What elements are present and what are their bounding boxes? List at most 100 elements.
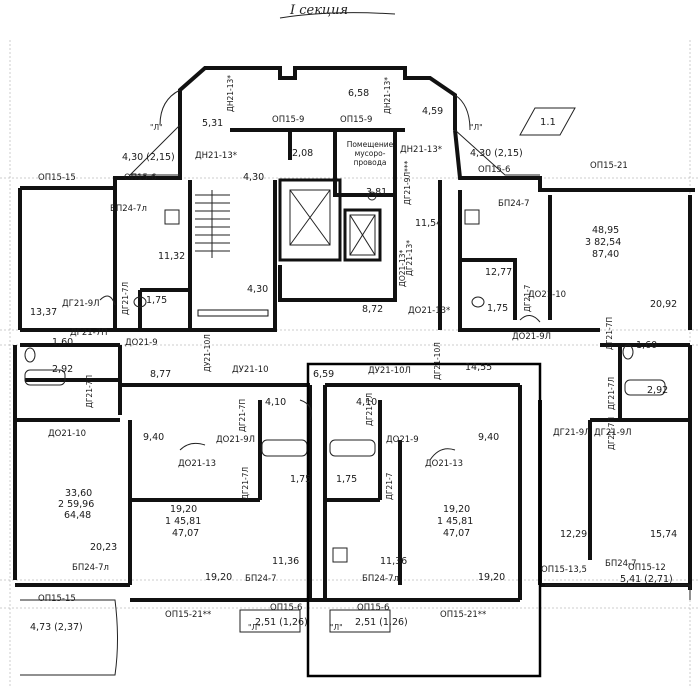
mark-bp24-7l-a: БП24-7л (72, 563, 109, 573)
mark-dg21-7-r: ДГ21-7 (523, 284, 532, 312)
area-left-big-a: 33,60 (65, 488, 92, 499)
area-right-room: 20,92 (650, 299, 677, 310)
area-stair-left-top: 5,31 (202, 118, 223, 129)
area-left-bath: 1,60 (52, 337, 73, 348)
mark-do21-10-b: ДО21-10 (48, 429, 86, 439)
mark-op15-21-b2: ОП15-21** (440, 610, 486, 620)
mark-op15-6-b2: ОП15-6 (357, 603, 389, 613)
mark-bp24-7-d: БП24-7 (605, 559, 637, 569)
area-right-lower-room: 15,74 (650, 529, 677, 540)
loggias-bottom (20, 584, 691, 676)
mark-dg21-7p-l: ДГ21-7П (85, 375, 94, 408)
elevator-shafts (289, 189, 377, 256)
area-right-lower-kitchen: 12,29 (560, 529, 587, 540)
mark-l-right: "Л" (470, 123, 483, 132)
mark-dg21-7l-a: ДГ21-7Л (121, 282, 130, 315)
outer-walls (13, 66, 695, 602)
area-stair-width: 4,30 (243, 172, 264, 183)
garbage-room-label: Помещение мусоро-провода (347, 140, 394, 167)
apt-a-bath: 4,10 (265, 397, 286, 408)
mark-dg21-9l-a: ДГ21-9Л (62, 299, 100, 309)
mark-dg21-7p-c: ДГ21-7П (238, 399, 247, 432)
mark-do21-9-d: ДО21-9 (386, 435, 419, 445)
apt-b-hall: 9,40 (478, 432, 499, 443)
area-right-big-a: 48,95 (592, 225, 619, 236)
area-center-hall: 6,59 (313, 369, 334, 380)
area-right-big-b: 3 82,54 (585, 237, 621, 248)
area-right-loggia: 5,41 (2,71) (620, 574, 673, 585)
apt-a-hall: 9,40 (143, 432, 164, 443)
mark-dg21-10l: ДГ21-10Л (433, 342, 442, 380)
area-left-big-c: 64,48 (64, 510, 91, 521)
element-marks: ОП15-15 ОП15-6 ОП15-9 ОП15-9 ДН21-13* ДН… (38, 75, 666, 632)
area-corridor-bottom: 8,72 (362, 304, 383, 315)
area-balcony-left-top: 4,30 (2,15) (122, 152, 175, 163)
mark-du21-10-a: ДУ21-10 (232, 365, 269, 375)
apt-a-total-a: 19,20 (170, 504, 197, 515)
mark-dg21-7p-rr: ДГ21-7П (607, 417, 616, 450)
mark-do21-13-c: ДО21-13 (178, 459, 216, 469)
mark-bp24-7-tl: БП24-7л (110, 204, 147, 214)
mark-op15-9-b: ОП15-9 (340, 115, 372, 125)
area-left-bottom-room: 20,23 (90, 542, 117, 553)
apt-b-bath: 4,10 (356, 397, 377, 408)
area-right-wc: 2,92 (647, 385, 668, 396)
stair-steps (195, 190, 269, 317)
mark-op15-12: ОП15-12 (628, 563, 666, 573)
mark-op15-15: ОП15-15 (38, 173, 76, 183)
apt-b-total-c: 47,07 (443, 528, 470, 539)
apt-a-total-c: 47,07 (172, 528, 199, 539)
mark-l-bottom-b: "Л" (330, 623, 343, 632)
mark-do21-9-a: ДО21-9 (125, 338, 158, 348)
door-swings (99, 295, 541, 461)
mark-do21-9l-r: ДО21-9Л (512, 332, 551, 342)
area-corridor-right: 11,54 (415, 218, 442, 229)
mark-dg21-7p-r: ДГ21-7П (605, 317, 614, 350)
mark-do21-13-e: ДО21-13 (425, 459, 463, 469)
mark-bp24-7-tr: БП24-7 (498, 199, 530, 209)
mark-op15-6-b1: ОП15-6 (270, 603, 302, 613)
interior-walls (15, 128, 690, 600)
mark-dg21-7l-d: ДГ21-7Л (241, 467, 250, 500)
area-garbage: 3,81 (366, 187, 387, 198)
mark-dg21-7l-e: ДГ21-7Л (365, 393, 374, 426)
apt-b-total-b: 1 45,81 (437, 516, 473, 527)
mark-op15-21-b1: ОП15-21** (165, 610, 211, 620)
mark-op15-9-a: ОП15-9 (272, 115, 304, 125)
area-loggia-a: 2,51 (1,26) (255, 617, 308, 628)
mark-dn21-13-a: ДН21-13* (195, 151, 237, 161)
mark-dg21-7l-c: ДГ21-7Л (607, 377, 616, 410)
area-left-closet: 1,75 (146, 295, 167, 306)
mark-op15-6-tl: ОП15-6 (124, 173, 156, 183)
mark-dn21-13-d: ДН21-13* (383, 77, 392, 114)
area-lobby-top: 2,08 (292, 148, 313, 159)
mark-dg21-7-e: ДГ21-7 (385, 472, 394, 500)
mark-dg21-9l-r1: ДГ21-9Л (553, 428, 591, 438)
area-right-hall: 14,55 (465, 362, 492, 373)
mark-du21-10l-a: ДУ21-10Л (203, 334, 212, 372)
area-labels: 5,31 6,58 2,08 4,59 4,30 4,30 Помещение … (30, 88, 677, 633)
mark-op15-6-tr: ОП15-6 (478, 165, 510, 175)
apt-b-closet: 1,75 (336, 474, 357, 485)
mark-do21-10-a: ДО21-10 (528, 290, 566, 300)
area-stair-right-top: 6,58 (348, 88, 369, 99)
highlight-label-tag (519, 107, 576, 136)
area-right-closet: 1,75 (487, 303, 508, 314)
highlight-box (306, 362, 542, 678)
mark-do21-13-a: ДО21-13* (398, 249, 407, 287)
mark-dn21-13-b: ДН21-13* (400, 145, 442, 155)
mark-bp24-7-b: БП24-7 (245, 574, 277, 584)
bath-fixtures (24, 209, 666, 563)
mark-op15-21-tr: ОП15-21 (590, 161, 628, 171)
area-right-bath: 1,60 (636, 340, 657, 351)
area-left-room: 13,37 (30, 307, 57, 318)
mark-op15-13: ОП15-13,5 (541, 565, 587, 575)
highlight-label: 1.1 (540, 117, 556, 128)
area-balcony-right-top: 4,30 (2,15) (470, 148, 523, 159)
mark-do21-13-b: ДО21-13* (408, 306, 450, 316)
apt-a-room: 19,20 (205, 572, 232, 583)
apt-a-total-b: 1 45,81 (165, 516, 201, 527)
apt-b-kitchen: 11,36 (380, 556, 407, 567)
mark-l-bottom-a: "Л" (248, 623, 261, 632)
